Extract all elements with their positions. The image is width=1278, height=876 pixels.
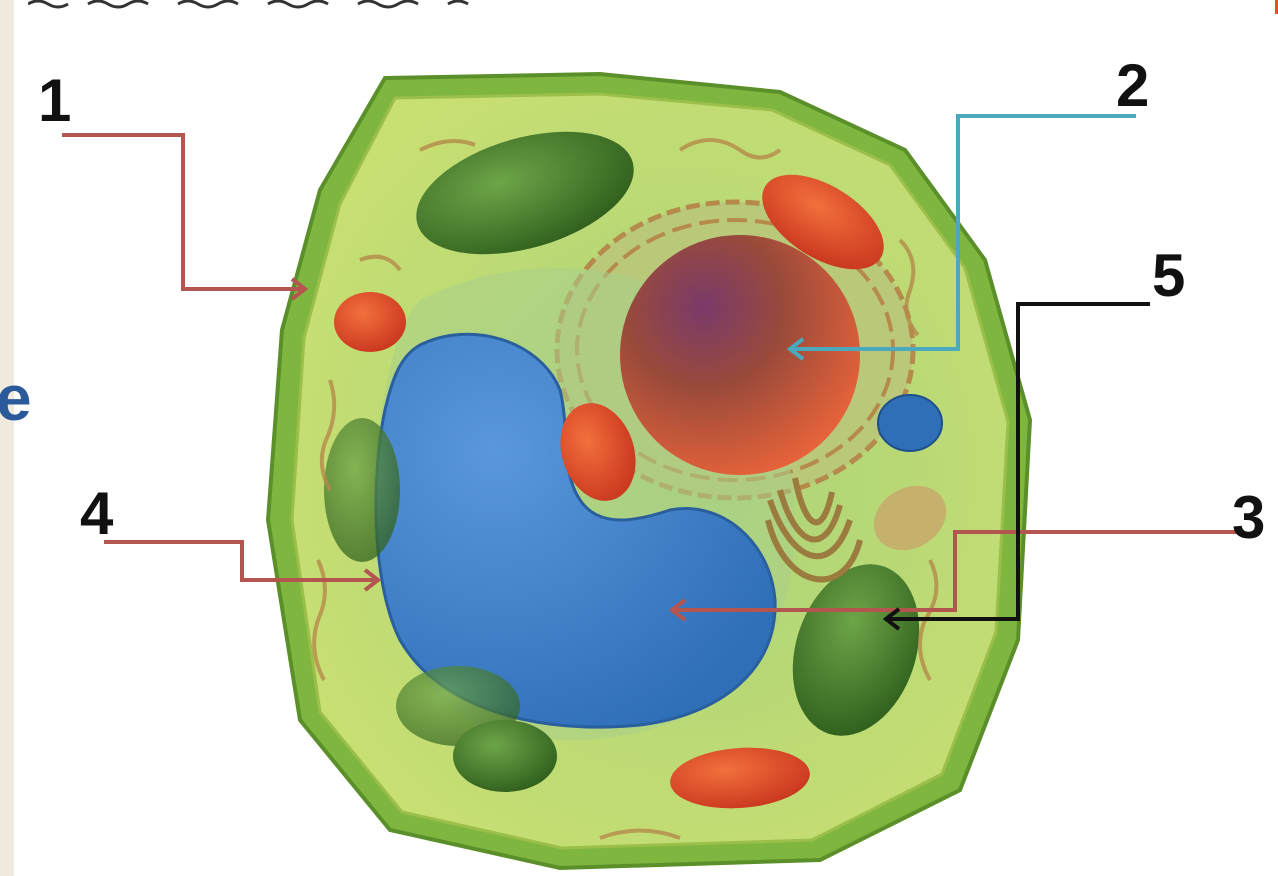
label-2: 2	[1116, 52, 1149, 119]
label-3: 3	[1232, 484, 1265, 551]
chloroplast	[324, 418, 400, 562]
label-4: 4	[80, 480, 114, 547]
chloroplast	[453, 720, 557, 792]
pointer-1	[62, 135, 305, 299]
label-5: 5	[1152, 242, 1185, 309]
label-1: 1	[38, 67, 71, 134]
nucleus	[620, 235, 860, 475]
mitochondrion	[334, 292, 406, 352]
vesicle	[878, 395, 942, 451]
